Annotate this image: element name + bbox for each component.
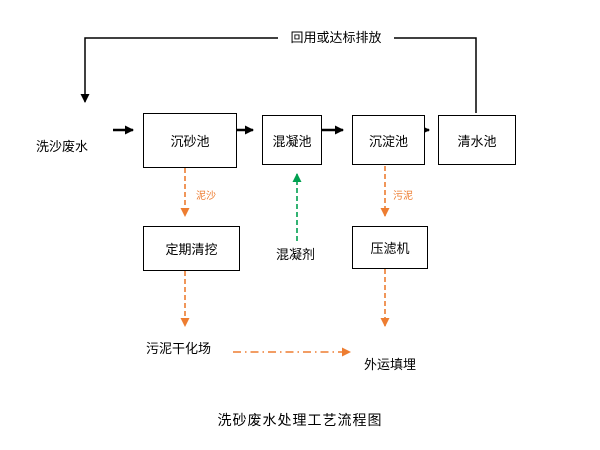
- node-coagulation-tank: 混凝池: [262, 115, 322, 165]
- node-filter-press: 压滤机: [352, 226, 428, 269]
- node-grit-chamber: 沉砂池: [143, 113, 237, 168]
- diagram-title: 洗砂废水处理工艺流程图: [217, 412, 383, 428]
- node-filter-press-label: 压滤机: [370, 241, 410, 256]
- feedback-line-left-arrow: [80, 37, 278, 103]
- node-sedimentation-tank-label: 沉淀池: [368, 133, 408, 149]
- influent-label: 洗沙废水: [36, 139, 89, 154]
- reuse-discharge-label: 回用或达标排放: [290, 30, 382, 45]
- sludge-label: 污泥: [393, 191, 413, 202]
- coagulant-label: 混凝剂: [276, 247, 316, 262]
- node-sedimentation-tank: 沉淀池: [352, 115, 425, 165]
- node-grit-chamber-label: 沉砂池: [170, 134, 210, 149]
- offsite-landfill-label: 外运填埋: [364, 357, 417, 372]
- node-clear-water-tank: 清水池: [438, 115, 516, 165]
- node-coagulation-tank-label: 混凝池: [272, 133, 312, 149]
- feedback-line-right: [394, 37, 477, 113]
- sludge-drying-field-label: 污泥干化场: [146, 341, 212, 356]
- node-periodic-cleaning-label: 定期清挖: [165, 242, 218, 257]
- grit-sludge-label: 泥沙: [196, 191, 216, 202]
- node-clear-water-tank-label: 清水池: [457, 133, 497, 149]
- node-periodic-cleaning: 定期清挖: [143, 226, 240, 271]
